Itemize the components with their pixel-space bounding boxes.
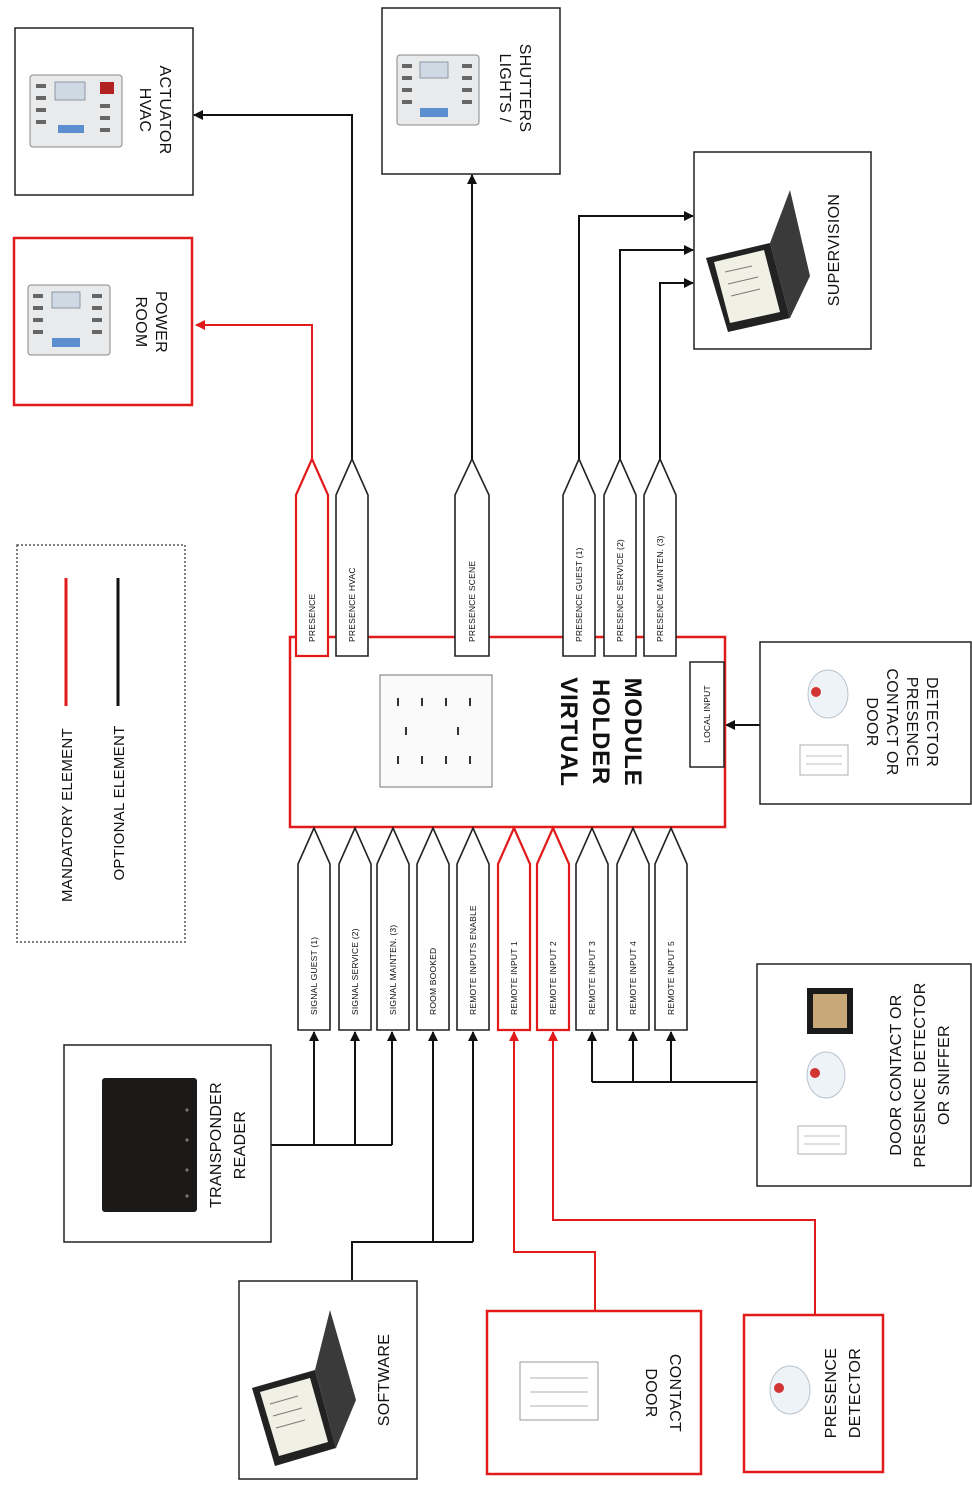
input-tag-remote-input-3: REMOTE INPUT 3 bbox=[575, 826, 609, 1031]
line-door-contact-to-remote1 bbox=[509, 1031, 596, 1310]
input-tag-remote-input-5-label: REMOTE INPUT 5 bbox=[666, 941, 676, 1015]
output-tag-presence-mainten-label: PRESENCE MAINTEN. (3) bbox=[655, 535, 665, 642]
device-presence-detector: PRESENCE DETECTOR bbox=[742, 1313, 885, 1474]
input-tags: SIGNAL GUEST (1) SIGNAL SERVICE (2) SIGN… bbox=[297, 825, 688, 1032]
virtual-holder-module: VIRTUAL HOLDER MODULE LOCAL INPUT bbox=[288, 635, 727, 829]
output-tag-presence-guest-label: PRESENCE GUEST (1) bbox=[574, 547, 584, 642]
sniffer-label-1: DOOR CONTACT OR bbox=[888, 994, 905, 1155]
output-tag-presence-mainten: PRESENCE MAINTEN. (3) bbox=[643, 457, 677, 657]
local-input-port bbox=[689, 661, 725, 768]
transponder-label-2: READER bbox=[232, 1111, 249, 1179]
lights-label-1: LIGHTS / bbox=[496, 53, 513, 122]
software-label: SOFTWARE bbox=[376, 1334, 393, 1426]
input-tag-remote-input-2: REMOTE INPUT 2 bbox=[535, 825, 571, 1032]
input-tag-room-booked: ROOM BOOKED bbox=[416, 826, 450, 1031]
output-tag-presence-label: PRESENCE bbox=[307, 594, 317, 642]
input-tag-remote-input-2-label: REMOTE INPUT 2 bbox=[548, 941, 558, 1015]
input-tag-signal-service-label: SIGNAL SERVICE (2) bbox=[350, 928, 360, 1015]
presence-detector-label-2: DETECTOR bbox=[847, 1348, 864, 1438]
input-tag-signal-mainten-label: SIGNAL MAINTEN. (3) bbox=[388, 925, 398, 1015]
module-title-2: HOLDER bbox=[587, 679, 614, 785]
room-power-panel-icon bbox=[27, 284, 111, 356]
input-tag-signal-guest-label: SIGNAL GUEST (1) bbox=[309, 937, 319, 1015]
input-tag-remote-input-5: REMOTE INPUT 5 bbox=[654, 826, 688, 1031]
legend-optional-label: OPTIONAL ELEMENT bbox=[111, 725, 128, 880]
laptop-icon bbox=[706, 190, 810, 332]
device-room-power: ROOM POWER bbox=[12, 236, 194, 407]
transponder-label-1: TRANSPONDER bbox=[208, 1082, 225, 1208]
input-tag-signal-service: SIGNAL SERVICE (2) bbox=[338, 826, 372, 1031]
input-tag-remote-input-3-label: REMOTE INPUT 3 bbox=[587, 941, 597, 1015]
output-tag-presence-hvac-label: PRESENCE HVAC bbox=[347, 567, 357, 642]
local-device-label-2: CONTACT OR bbox=[883, 668, 900, 775]
lights-label-2: SHUTTERS bbox=[516, 44, 533, 133]
output-tags: PRESENCE PRESENCE HVAC PRESENCE SCENE PR… bbox=[294, 456, 677, 658]
device-supervision: SUPERVISION bbox=[693, 151, 872, 350]
output-tag-presence-hvac: PRESENCE HVAC bbox=[335, 457, 369, 657]
device-software: SOFTWARE bbox=[238, 1280, 418, 1480]
legend-mandatory-label: MANDATORY ELEMENT bbox=[59, 728, 76, 902]
sniffer-label-3: OR SNIFFER bbox=[936, 1025, 953, 1125]
local-device-label-3: PRESENCE bbox=[903, 677, 920, 767]
software-laptop-icon bbox=[252, 1310, 356, 1466]
local-device-label-1: DOOR bbox=[863, 697, 880, 746]
output-tag-presence-guest: PRESENCE GUEST (1) bbox=[562, 457, 596, 657]
transponder-icon bbox=[102, 1078, 197, 1212]
output-tag-presence-scene: PRESENCE SCENE bbox=[454, 457, 490, 657]
input-tag-remote-enable: REMOTE INPUTS ENABLE bbox=[456, 826, 490, 1031]
device-hvac-actuator: HVAC ACTUATOR bbox=[14, 27, 194, 196]
line-detector-to-remote2 bbox=[548, 1031, 816, 1314]
input-tag-remote-enable-label: REMOTE INPUTS ENABLE bbox=[468, 905, 478, 1015]
module-title-3: MODULE bbox=[619, 678, 646, 787]
input-tag-signal-mainten: SIGNAL MAINTEN. (3) bbox=[376, 826, 410, 1031]
line-presence-to-room-power bbox=[195, 320, 313, 462]
room-power-label-1: ROOM bbox=[132, 297, 149, 348]
input-tag-remote-input-1-label: REMOTE INPUT 1 bbox=[509, 941, 519, 1015]
line-guest-to-supervision bbox=[578, 211, 694, 462]
hvac-panel-icon bbox=[29, 74, 123, 148]
detector-icon bbox=[807, 669, 849, 719]
output-tag-presence-service: PRESENCE SERVICE (2) bbox=[603, 457, 637, 657]
device-lights-shutters: LIGHTS / SHUTTERS bbox=[381, 7, 561, 175]
room-power-label-2: POWER bbox=[152, 291, 169, 353]
input-tag-signal-guest: SIGNAL GUEST (1) bbox=[297, 826, 331, 1031]
supervision-label: SUPERVISION bbox=[826, 194, 843, 306]
sniffer-label-2: PRESENCE DETECTOR bbox=[912, 982, 929, 1167]
device-door-contact: DOOR CONTACT bbox=[485, 1309, 703, 1476]
presence-detector-icon bbox=[769, 1365, 811, 1415]
hvac-label-1: HVAC bbox=[136, 88, 153, 132]
door-contact-label-1: DOOR bbox=[642, 1368, 659, 1417]
line-hvac-to-actuator bbox=[193, 110, 353, 462]
input-tag-room-booked-label: ROOM BOOKED bbox=[428, 948, 438, 1015]
sniffer-detector-icon bbox=[806, 1051, 846, 1099]
device-local-door-or-detector: DOOR CONTACT OR PRESENCE DETECTOR bbox=[759, 641, 972, 805]
line-service-to-supervision bbox=[619, 245, 694, 462]
door-contact-icon bbox=[799, 744, 849, 776]
local-input-label: LOCAL INPUT bbox=[702, 685, 712, 743]
output-tag-presence-service-label: PRESENCE SERVICE (2) bbox=[615, 539, 625, 642]
connection-lines bbox=[193, 110, 816, 1314]
output-tag-presence-scene-label: PRESENCE SCENE bbox=[467, 561, 477, 642]
presence-detector-label-1: PRESENCE bbox=[823, 1348, 840, 1438]
lights-panel-icon bbox=[396, 54, 480, 126]
line-mainten-to-supervision bbox=[659, 278, 694, 462]
hvac-label-2: ACTUATOR bbox=[156, 66, 173, 155]
module-title-1: VIRTUAL bbox=[555, 677, 582, 787]
door-contact-label-2: CONTACT bbox=[666, 1354, 683, 1432]
device-transponder-reader: TRANSPONDER READER bbox=[63, 1044, 272, 1243]
local-device-label-4: DETECTOR bbox=[923, 677, 940, 767]
sniffer-door-contact-icon bbox=[797, 1125, 847, 1155]
device-sniffer-group: DOOR CONTACT OR PRESENCE DETECTOR OR SNI… bbox=[756, 963, 972, 1187]
input-tag-remote-input-1: REMOTE INPUT 1 bbox=[496, 825, 532, 1032]
door-contact-large-icon bbox=[519, 1361, 599, 1421]
input-tag-remote-input-4-label: REMOTE INPUT 4 bbox=[628, 941, 638, 1015]
sniffer-icon bbox=[807, 988, 853, 1034]
output-tag-presence: PRESENCE bbox=[294, 456, 330, 658]
line-software-bus bbox=[351, 1241, 473, 1280]
legend: MANDATORY ELEMENT OPTIONAL ELEMENT bbox=[16, 544, 186, 943]
module-keypad-icon bbox=[379, 674, 493, 788]
input-tag-remote-input-4: REMOTE INPUT 4 bbox=[616, 826, 650, 1031]
